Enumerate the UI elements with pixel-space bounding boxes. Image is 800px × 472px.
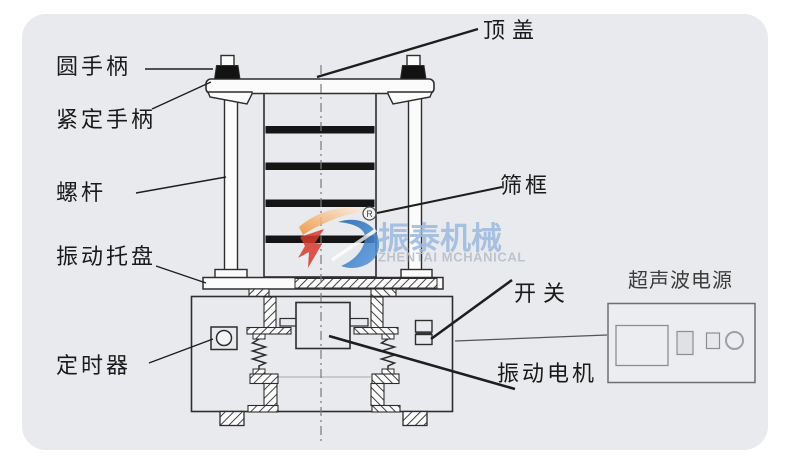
round-handle-nut-right [399,65,427,80]
label-timer: 定时器 [56,353,132,378]
label-vibration-motor: 振动电机 [497,361,598,386]
power-button [705,332,721,350]
timer-dial [210,326,238,351]
label-screw-rod: 螺杆 [56,180,107,205]
label-round-handle: 圆手柄 [56,54,132,79]
power-slot [676,330,694,356]
pointer-switch [430,278,513,341]
bracket-wedge-left [206,91,253,105]
knob-left [220,54,235,68]
label-vibration-tray: 振动托盘 [56,244,157,269]
label-locking-handle: 紧定手柄 [56,107,157,132]
pointer-lines [135,27,516,391]
base-foot-left [219,410,245,427]
pointer-timer [148,338,214,364]
label-ultrasonic-power: 超声波电源 [628,270,733,292]
label-sieve-frame: 筛框 [500,173,551,198]
pointer-screw-rod [135,176,227,194]
top-cover-bar [205,78,435,95]
lower-column-right [370,382,385,407]
knob-right [406,54,421,68]
label-switch: 开关 [514,281,573,306]
vibration-motor-body [295,301,351,350]
vibration-column-right [370,296,384,329]
lower-bar-left [247,404,279,413]
ultrasonic-power-box [454,302,756,384]
flange-top-left [246,326,292,335]
vibration-column-left [263,296,277,329]
pointer-sieve-frame [376,186,503,214]
screw-rod-left [223,96,239,271]
watermark-brand-en: ZHENTAI MCHANICAL [378,250,526,265]
pointer-vibration-tray [155,265,207,284]
flange-bottom-right [371,373,400,385]
vibration-tray [202,276,444,298]
label-top-cover: 顶盖 [483,18,542,43]
power-knob [725,331,744,350]
sieve-column [263,92,377,278]
sieve-stack [263,92,377,278]
rod-foot-right [400,268,433,279]
brand-watermark: R 振泰机械 ZHENTAI MCHANICAL [298,206,526,268]
flange-bottom-left [249,373,279,385]
machine-base [190,295,454,427]
registered-mark: R [362,206,377,221]
brand-logo [298,208,380,268]
pointer-locking-handle [151,81,212,110]
power-display [615,324,669,367]
flange-top-right [353,326,399,335]
base-foot-right [402,410,428,427]
lower-bar-right [371,404,401,413]
rod-foot-left [214,268,248,279]
top-cover-assembly [205,54,435,279]
round-handle-nut-left [213,65,241,80]
tray-hatch [294,278,438,289]
sieve-frame-bands [265,126,375,243]
bracket-wedge-right [387,91,434,105]
pointer-top-cover [316,27,479,79]
watermark-brand-cn: 振泰机械 [378,221,502,256]
pointer-vibration-motor [328,334,516,391]
switch-component [414,319,433,346]
lower-column-left [263,382,278,407]
power-cable-line [454,334,608,342]
registered-r: R [366,209,373,219]
